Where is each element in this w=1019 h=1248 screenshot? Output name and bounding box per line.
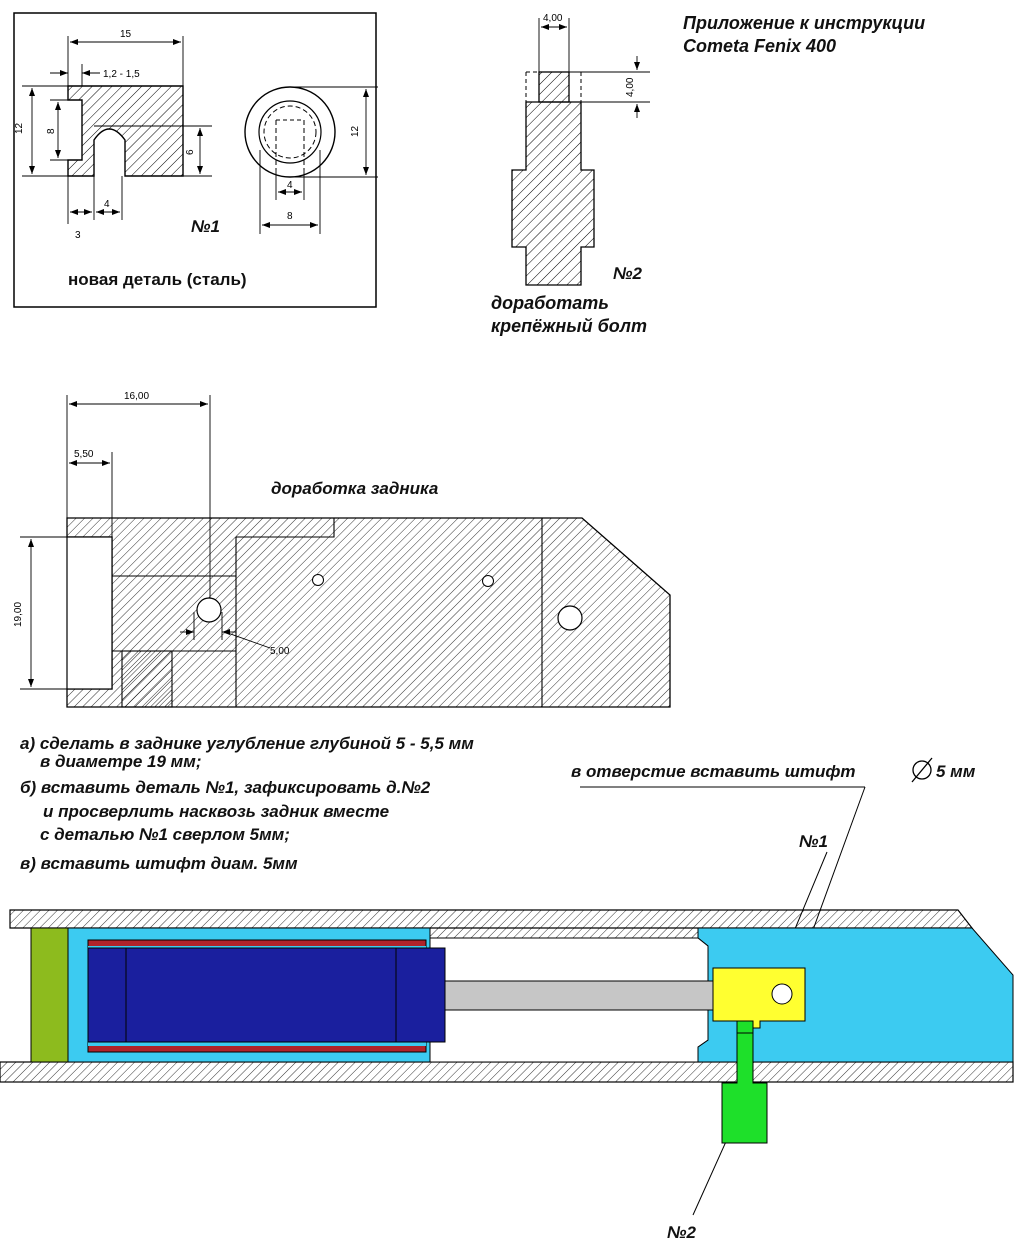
butt-dim-labels: 16,00 5,50 19,00 5,00 <box>13 391 290 657</box>
part1-frame <box>13 12 377 308</box>
dim-tip-height-label: 4,00 <box>625 77 636 97</box>
header: Приложение к инструкции Cometa Fenix 400 <box>683 13 925 56</box>
dim-diameter-label: 19,00 <box>13 602 24 627</box>
part2-caption-line1: доработать <box>491 293 609 313</box>
step-b-line3: с деталью №1 сверлом 5мм; <box>40 825 290 844</box>
part1-dim-labels: 15 1,2 - 1,5 12 8 6 3 4 <box>14 29 196 241</box>
dim-inner-label: 8 <box>46 128 57 134</box>
dim-recess-label: 5,50 <box>74 449 94 460</box>
part1-end-dim-labels: 12 4 8 <box>287 125 361 222</box>
dim-lip-label: 1,2 - 1,5 <box>103 69 140 80</box>
part1-panel: 15 1,2 - 1,5 12 8 6 3 4 <box>13 12 378 308</box>
dim-bottom-b-label: 4 <box>104 199 110 210</box>
dim-width-label: 15 <box>120 29 132 40</box>
dim-ring-label: 8 <box>287 211 293 222</box>
dim-pin-label: 5,00 <box>270 646 290 657</box>
assembly-part2-label: №2 <box>667 1223 696 1242</box>
part1-dimensions <box>22 36 212 224</box>
assembly-callout: в отверстие вставить штифт 5 мм №1 №2 <box>571 757 976 1242</box>
step-a-line2: в диаметре 19 мм; <box>40 752 202 771</box>
part2-dim-labels: 4,00 4,00 <box>543 13 636 97</box>
dim-tip-width-label: 4,00 <box>543 13 563 24</box>
dim-depth-total-label: 16,00 <box>124 391 149 402</box>
hole-label: в отверстие вставить штифт <box>571 762 856 781</box>
step-a-line1: а) сделать в заднике углубление глубиной… <box>20 734 474 753</box>
step-b-line1: б) вставить деталь №1, зафиксировать д.№… <box>20 778 431 797</box>
hole-size: 5 мм <box>936 762 976 781</box>
part1-end-dimensions <box>259 86 378 234</box>
part2-caption-line2: крепёжный болт <box>491 316 647 336</box>
dim-slot-label: 6 <box>185 149 196 155</box>
part1-section <box>67 85 184 177</box>
dim-side-height-label: 12 <box>350 125 361 137</box>
part2-dimensions <box>538 18 650 118</box>
butt-title: доработка задника <box>271 479 438 498</box>
dim-hole-label: 4 <box>287 180 293 191</box>
part1-end-view <box>244 86 336 178</box>
butt-dimensions <box>20 395 271 690</box>
assembly-section <box>0 909 1014 1144</box>
header-title-line2: Cometa Fenix 400 <box>683 36 836 56</box>
instruction-steps: а) сделать в заднике углубление глубиной… <box>20 734 474 873</box>
dim-height-label: 12 <box>14 122 25 134</box>
assembly-part1-label: №1 <box>799 832 828 851</box>
part1-caption: новая деталь (сталь) <box>68 270 247 289</box>
part2-number: №2 <box>613 264 642 283</box>
step-c-line1: в) вставить штифт диам. 5мм <box>20 854 298 873</box>
header-title-line1: Приложение к инструкции <box>683 13 925 33</box>
diameter-icon <box>911 757 933 783</box>
part2-bolt <box>511 71 595 286</box>
step-b-line2: и просверлить насквозь задник вместе <box>43 802 389 821</box>
butt-drawing <box>66 517 671 708</box>
part1-number: №1 <box>191 217 220 236</box>
dim-bottom-a-label: 3 <box>75 230 81 241</box>
